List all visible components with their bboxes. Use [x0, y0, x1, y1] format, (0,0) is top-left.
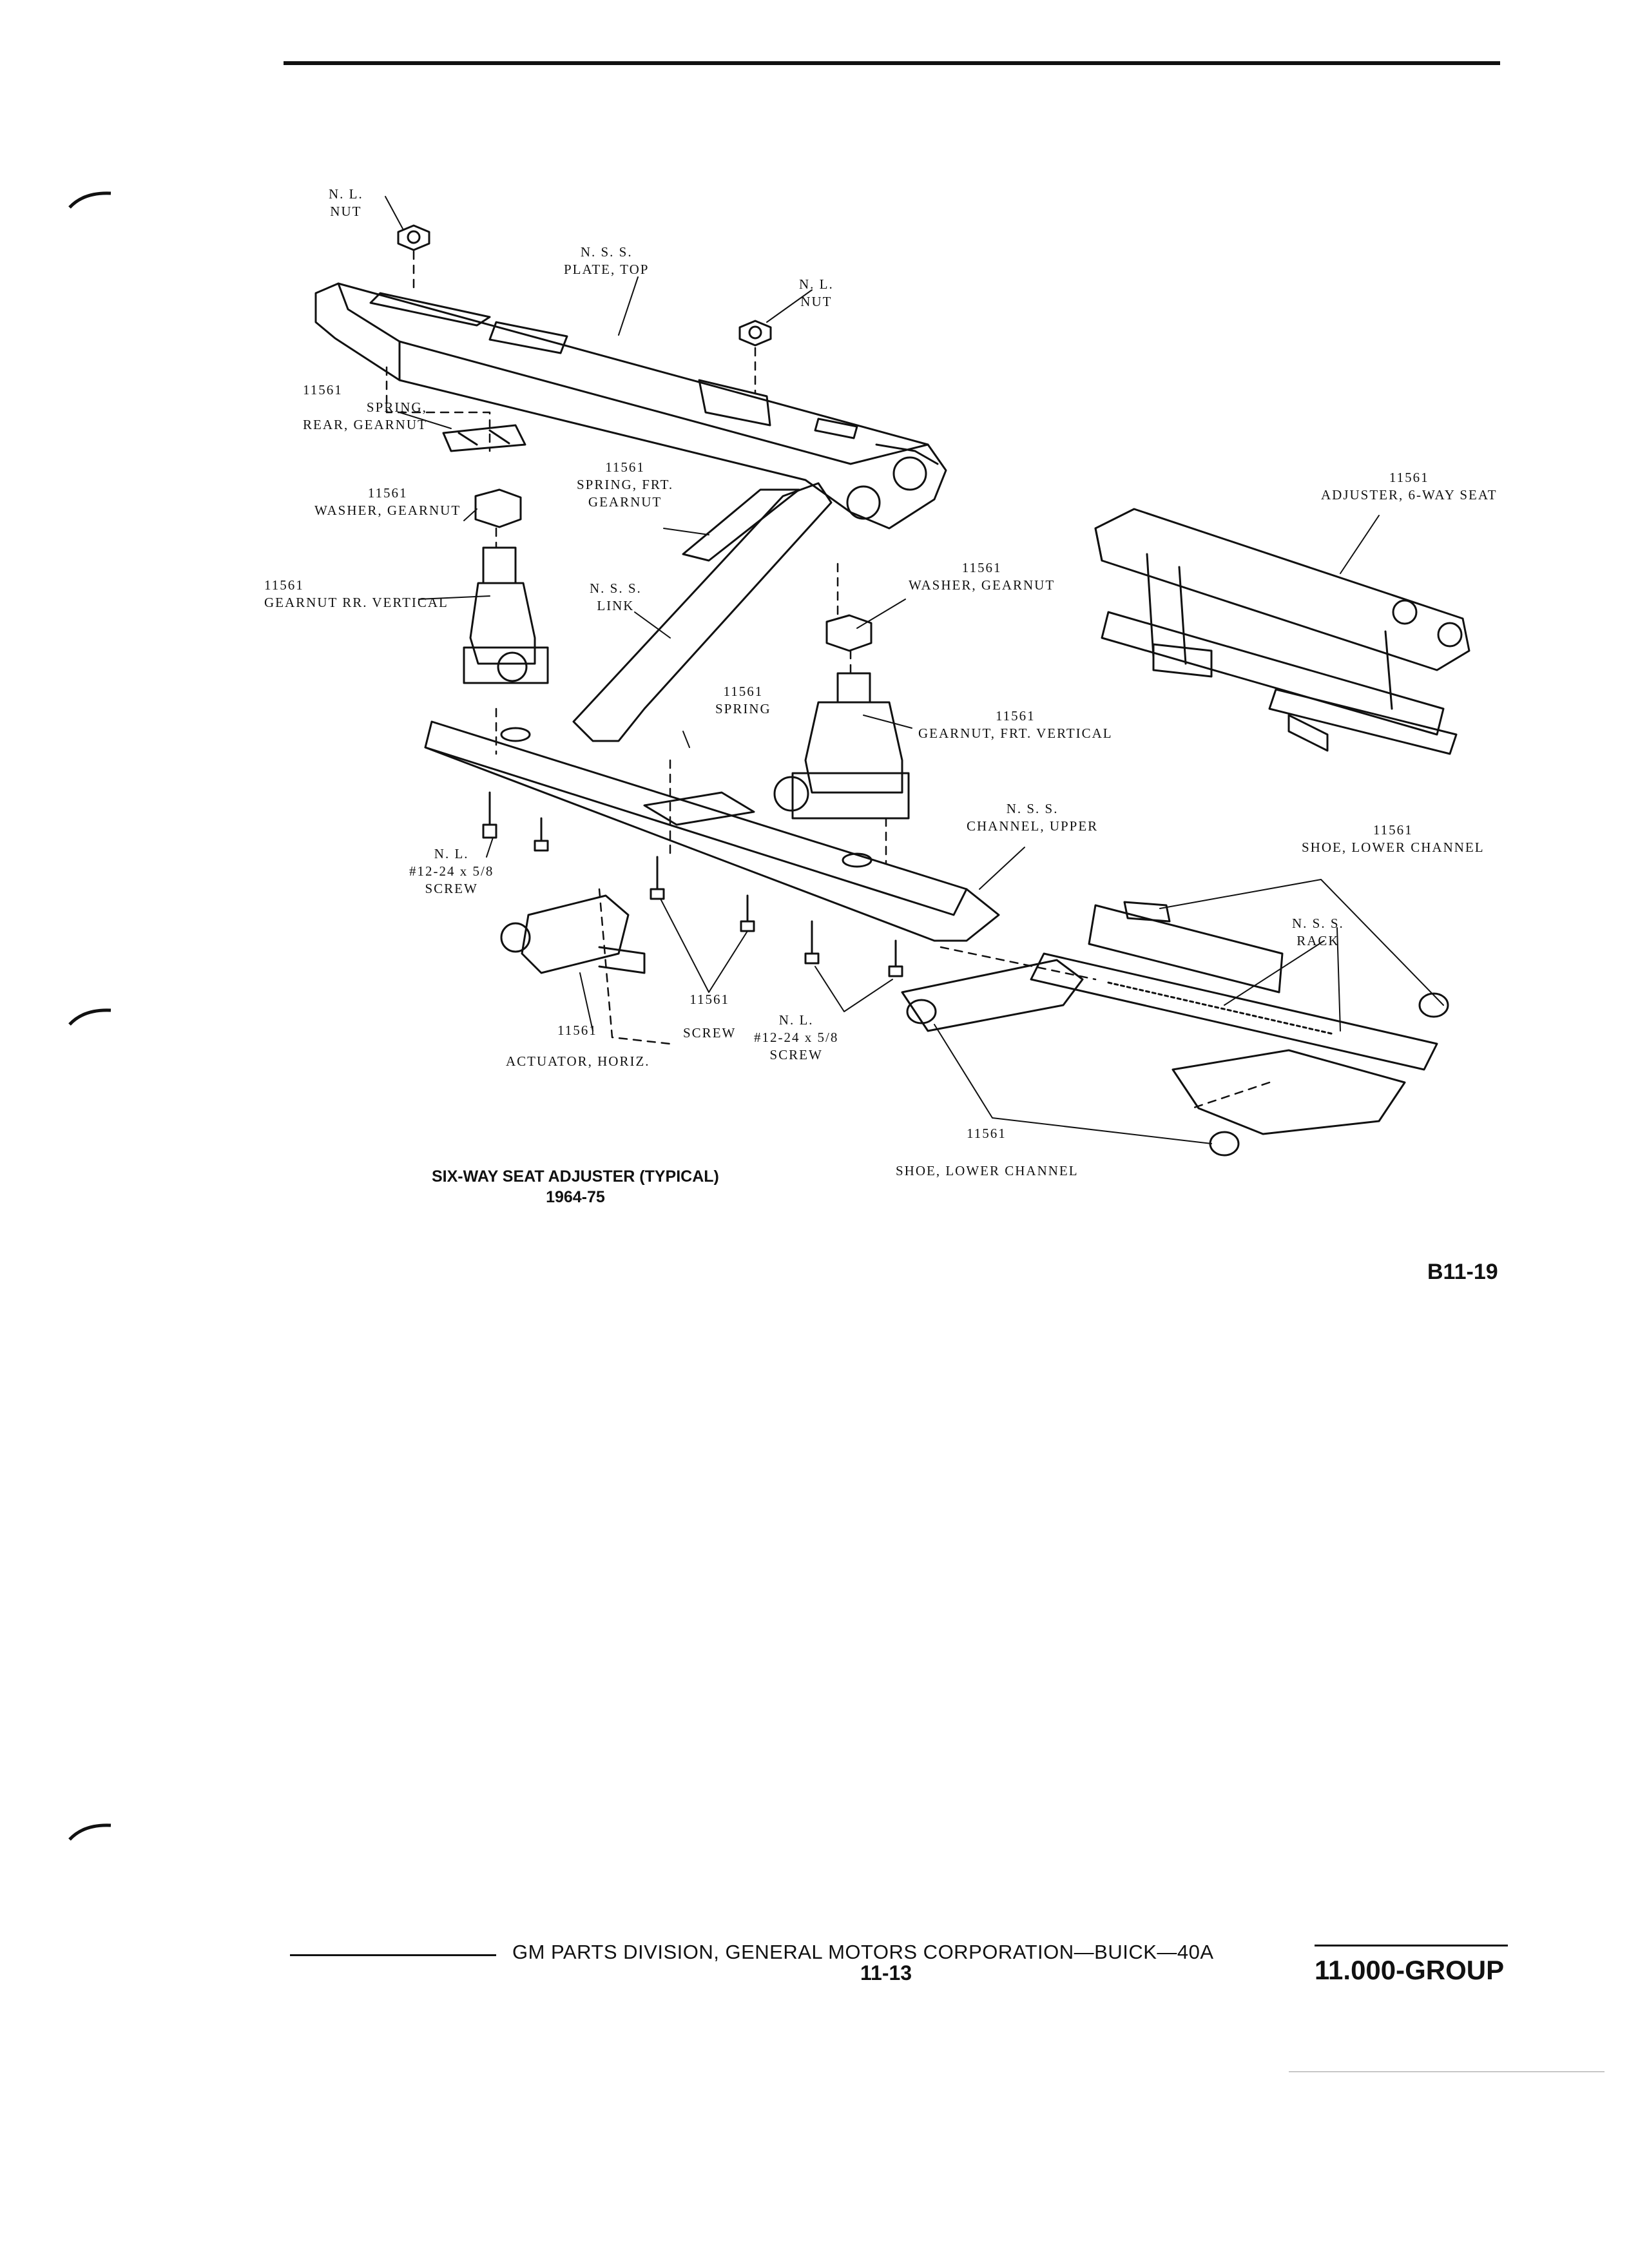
- actuator-part: [500, 894, 646, 974]
- link-part: [572, 482, 833, 742]
- nut-parts: [397, 224, 772, 347]
- footer-rule-right: [1315, 1945, 1508, 1946]
- footer-page-number: 11-13: [860, 1961, 912, 1984]
- footer-group: 11.000-GROUP: [1315, 1955, 1505, 1985]
- callout-nss-rack: N. S. S.RACK: [1292, 916, 1344, 948]
- callout-nss-plate-top: N. S. S.PLATE, TOP: [564, 244, 650, 277]
- callout-nss-link: N. S. S.LINK: [590, 581, 642, 613]
- screw-parts: [482, 791, 903, 977]
- figure-title: SIX-WAY SEAT ADJUSTER (TYPICAL): [432, 1168, 719, 1186]
- footer-division: GM PARTS DIVISION, GENERAL MOTORS CORPOR…: [512, 1941, 1214, 1963]
- header-rule: [284, 61, 1500, 65]
- binder-hole-marks: [68, 191, 111, 1841]
- bottom-faint-rule: [1289, 2071, 1605, 2072]
- spring-front-part: [682, 488, 800, 562]
- washer-right-part: [825, 614, 872, 652]
- plate-top-part: [314, 282, 947, 530]
- footer-rule-left: [290, 1954, 496, 1956]
- spring-rear-part: [442, 424, 526, 452]
- page-code: B11-19: [1427, 1260, 1498, 1284]
- seat-adjuster-illustration: [314, 196, 1470, 1157]
- figure-caption: SIX-WAY SEAT ADJUSTER (TYPICAL) 1964-75: [432, 1166, 719, 1207]
- adjuster-assembled-part: [1094, 508, 1470, 755]
- gearnut-rear-part: [463, 546, 549, 684]
- gearnut-front-part: [773, 672, 910, 820]
- leader-lines: [385, 196, 1444, 1144]
- callout-nl-nut-right: N. L.NUT: [799, 276, 834, 309]
- callout-nl-nut-left: N. L.NUT: [329, 186, 363, 219]
- upper-channel-part: [424, 720, 1000, 942]
- assembly-lines: [385, 250, 1271, 1110]
- figure-years: 1964-75: [546, 1188, 605, 1206]
- washer-left-part: [474, 488, 522, 528]
- callout-nss-channel-upper: N. S. S.CHANNEL, UPPER: [967, 801, 1099, 834]
